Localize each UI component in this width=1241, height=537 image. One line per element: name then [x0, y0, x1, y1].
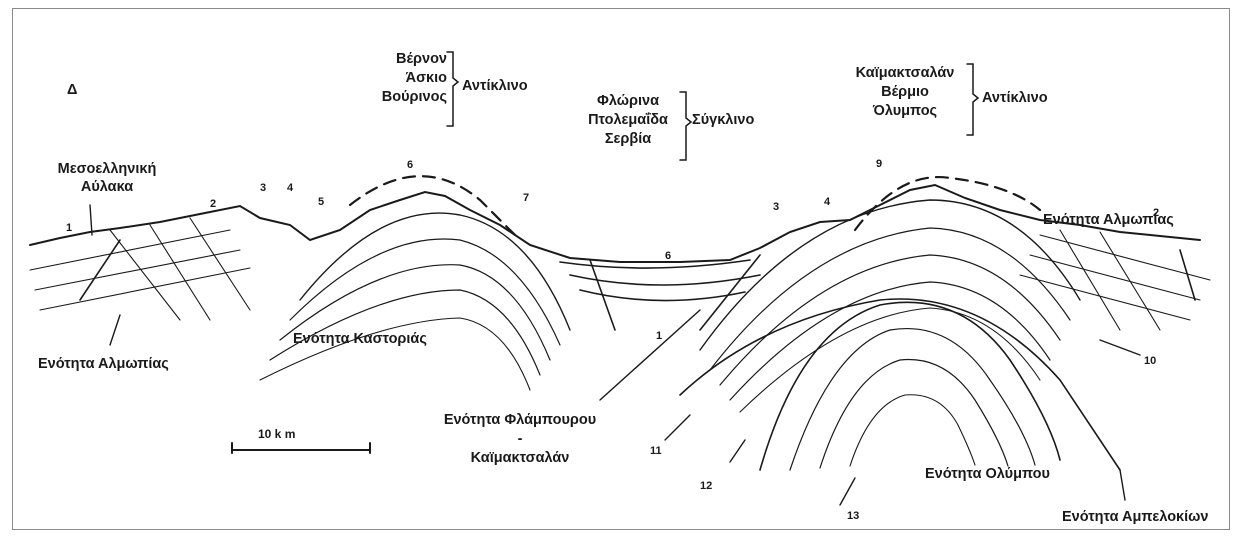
direction-label: Δ — [67, 82, 77, 98]
unit-number-12: 12 — [700, 480, 712, 492]
scale-label: 10 k m — [258, 427, 295, 441]
syncline-type: Σύγκλινο — [692, 112, 754, 128]
anticline-right-type: Αντίκλινο — [982, 90, 1048, 106]
thrust-fault-1 — [80, 240, 120, 300]
unit-number-4b: 4 — [824, 196, 830, 208]
unit-number-6b: 6 — [665, 250, 671, 262]
syncline-name-3: Σερβία — [578, 130, 678, 149]
unit-number-7: 7 — [523, 192, 529, 204]
olympus-dome-outline — [760, 302, 1060, 470]
unit-number-3a: 3 — [260, 182, 266, 194]
anticline-left-name-2: Άσκιο — [357, 69, 447, 88]
unit-number-3b: 3 — [773, 201, 779, 213]
anticline-left-name-3: Βούρινος — [357, 88, 447, 107]
leader-ampelokion — [1120, 470, 1125, 500]
almopias-left-label: Ενότητα Αλμωπίας — [38, 356, 169, 372]
thrust-fault-4 — [680, 299, 1120, 470]
syncline-name-1: Φλώρινα — [578, 92, 678, 111]
anticline-left-type: Αντίκλινο — [462, 78, 528, 94]
syncline-name-2: Πτολεμαΐδα — [578, 111, 678, 130]
mesoellinic-label: Μεσοελληνική Αύλακα — [42, 160, 172, 196]
flampourou-label: Ενότητα Φλάμπουρου - Καϊμακτσαλάν — [440, 411, 600, 468]
anticline-left-name-1: Βέρνον — [357, 50, 447, 69]
unit-number-1b: 1 — [656, 330, 662, 342]
unit-number-5: 5 — [318, 196, 324, 208]
anticline-right-names: Καϊμακτσαλάν Βέρμιο Όλυμπος — [845, 64, 965, 121]
anticline-right-name-3: Όλυμπος — [845, 102, 965, 121]
leader-12 — [730, 440, 745, 462]
ampelokion-label: Ενότητα Αμπελοκίων — [1062, 509, 1209, 525]
thrust-fault-2 — [590, 260, 615, 330]
unit-number-6a: 6 — [407, 159, 413, 171]
flampourou-line-2: Καϊμακτσαλάν — [440, 449, 600, 468]
anticline-right-name-2: Βέρμιο — [845, 83, 965, 102]
brace-anticline-right — [967, 64, 978, 135]
kastorias-label: Ενότητα Καστοριάς — [293, 331, 427, 347]
unit-number-2a: 2 — [210, 198, 216, 210]
unit-number-11: 11 — [650, 445, 662, 457]
unit-number-10: 10 — [1144, 355, 1156, 367]
leader-mesoellinic — [90, 205, 92, 235]
leader-11 — [665, 415, 690, 440]
mesoellinic-line-2: Αύλακα — [42, 178, 172, 196]
topographic-surface — [30, 185, 1200, 262]
leader-13 — [840, 478, 855, 505]
olympou-label: Ενότητα Ολύμπου — [925, 466, 1050, 482]
syncline-names: Φλώρινα Πτολεμαΐδα Σερβία — [578, 92, 678, 149]
unit-number-13: 13 — [847, 510, 859, 522]
unit-number-1a: 1 — [66, 222, 72, 234]
mesoellinic-line-1: Μεσοελληνική — [42, 160, 172, 178]
unit-number-2b: 2 — [1153, 207, 1159, 219]
leader-almopias-left — [110, 315, 120, 345]
leader-10 — [1100, 340, 1140, 355]
thrust-fault-3 — [700, 255, 760, 330]
anticline-left-names: Βέρνον Άσκιο Βούρινος — [357, 50, 447, 107]
brace-anticline-left — [447, 52, 458, 126]
unit-number-9: 9 — [876, 158, 882, 170]
unit-number-4a: 4 — [287, 182, 293, 194]
anticline-right-name-1: Καϊμακτσαλάν — [845, 64, 965, 83]
brace-syncline — [680, 92, 691, 160]
flampourou-line-1: Ενότητα Φλάμπουρου - — [440, 411, 600, 449]
leader-flampourou — [600, 310, 700, 400]
